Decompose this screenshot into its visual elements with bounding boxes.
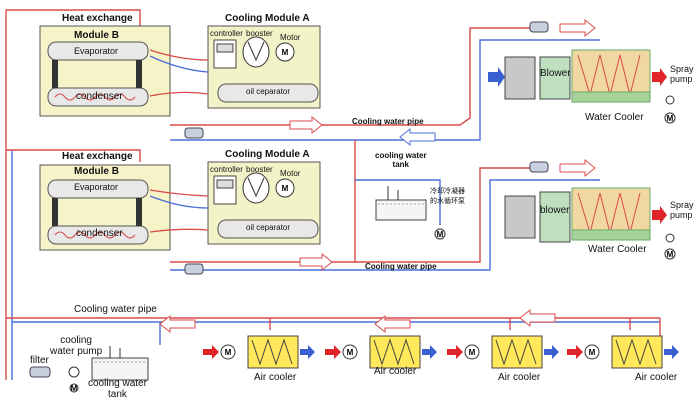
cooling-module-2 [207, 161, 321, 245]
air-cooler-label-2: Air cooler [374, 366, 417, 377]
unit1-motor-label: Motor [280, 33, 301, 42]
water-cooler-1 [488, 49, 667, 103]
heat-exchange-unit-1 [39, 25, 171, 117]
pipe-upper-label: Cooling water pipe [352, 117, 424, 126]
refrigerant-lines [149, 49, 209, 233]
unit1-controller-label: controller [210, 29, 243, 38]
water-cooler1-spray-pump-label: Spray pump [670, 64, 694, 84]
filter-label: filter [30, 355, 49, 366]
pipe-valves [29, 21, 549, 378]
bottom-tank [68, 346, 149, 393]
motor-letter-1: M [282, 48, 289, 57]
motor-letter-2: M [282, 184, 289, 193]
motor-letter-3: M [225, 348, 232, 357]
motor-letter-7: M [71, 384, 78, 393]
motor-letter-4: M [347, 348, 354, 357]
air-cooler-units [203, 335, 679, 369]
unit1-booster-label: booster [246, 29, 273, 38]
tank-mid-label: cooling water tank [375, 151, 427, 169]
unit2-module-b-label: Module B [74, 166, 119, 177]
unit2-booster-label: booster [246, 165, 273, 174]
unit1-module-b-label: Module B [74, 30, 119, 41]
unit2-condenser-label: condenser [76, 228, 123, 239]
cooling-water-tank-label: cooling water tank [88, 378, 147, 400]
unit2-evaporator-label: Evaporator [74, 182, 119, 192]
unit1-condenser-label: condenser [76, 91, 123, 102]
pipe-network [5, 9, 661, 380]
cooling-module-1 [207, 25, 321, 109]
air-cooler-unit-3 [447, 335, 559, 369]
air-cooler-unit-1 [203, 335, 315, 369]
unit1-oil-separator-label: oil ceparator [246, 87, 291, 96]
unit1-cooling-module-label: Cooling Module A [225, 13, 310, 24]
air-cooler-unit-2 [325, 335, 437, 369]
unit1-heat-exchange-label: Heat exchange [62, 13, 133, 24]
unit1-evaporator-label: Evaporator [74, 46, 119, 56]
water-cooler1-blower-label: Blower [540, 68, 571, 79]
spray-pump-symbols [664, 95, 676, 260]
cooling-water-pump-label: cooling water pump [50, 335, 103, 357]
flow-arrows-outline [159, 18, 596, 334]
air-cooler-label-3: Air cooler [498, 372, 541, 383]
water-cooler2-spray-pump-label: Spray pump [670, 200, 694, 220]
motor-letter-10: M [667, 250, 674, 259]
air-cooler-label-4: Air cooler [635, 372, 678, 383]
water-cooler2-blower-label: blower [540, 205, 570, 216]
motor-letter-5: M [469, 348, 476, 357]
motor-letter-6: M [589, 348, 596, 357]
motor-letter-9: M [667, 114, 674, 123]
water-cooler2-name-label: Water Cooler [588, 244, 647, 255]
air-cooler-label-1: Air cooler [254, 372, 297, 383]
motor-letters: M M M M M M M M M M [71, 48, 674, 393]
water-cooler-2 [504, 187, 667, 243]
unit2-oil-separator-label: oil ceparator [246, 223, 291, 232]
unit2-heat-exchange-label: Heat exchange [62, 151, 133, 162]
pipe-lower-label: Cooling water pipe [74, 304, 157, 315]
water-cooler1-name-label: Water Cooler [585, 112, 644, 123]
unit2-cooling-module-label: Cooling Module A [225, 149, 310, 160]
air-cooler-unit-4 [567, 335, 679, 369]
unit2-motor-label: Motor [280, 169, 301, 178]
heat-exchange-unit-2 [39, 164, 171, 251]
middle-water-tank [375, 186, 446, 240]
motor-letter-8: M [437, 230, 444, 239]
pipe-middle-label: Cooling water pipe [365, 262, 437, 271]
unit2-controller-label: controller [210, 165, 243, 174]
tank-chinese-label: 冷却冷凝器 的水循环泵 [430, 188, 465, 205]
